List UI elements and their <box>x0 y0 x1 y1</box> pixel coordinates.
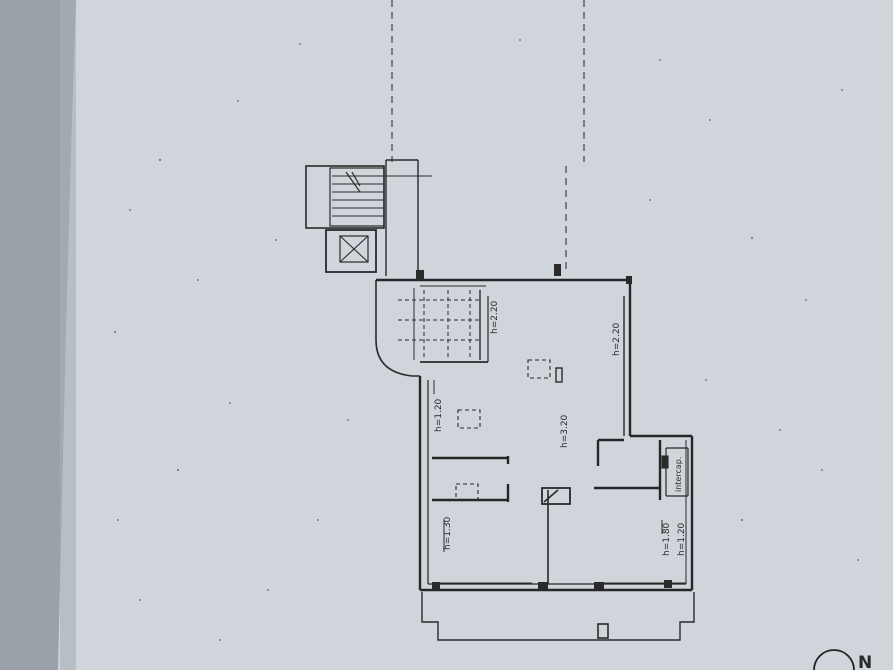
height-label-right-room-a: h=1.80 <box>662 522 672 556</box>
height-label-right-room-b: h=1.20 <box>677 522 687 556</box>
structural-columns <box>416 264 672 590</box>
north-marker-label: N <box>858 653 872 670</box>
dimension-marks <box>433 380 663 552</box>
height-label-left-room: h=1.20 <box>434 398 444 432</box>
height-label-top-left-room: h=2.20 <box>490 300 500 334</box>
dashed-neighbor-outline <box>391 0 585 272</box>
height-label-top-right-wall: h=2.20 <box>612 322 622 356</box>
height-label-center: h=3.20 <box>560 414 570 448</box>
cavity-label: intercap. <box>674 457 683 492</box>
curved-landing <box>375 280 420 377</box>
height-label-bottom-left-room: h=1.30 <box>443 516 453 550</box>
fixture-marks <box>455 359 669 505</box>
scan-speckles <box>113 39 859 641</box>
elevator-shaft <box>325 229 377 273</box>
paper-sheet <box>58 0 893 670</box>
paper-shadow-edge <box>60 0 76 670</box>
balcony <box>421 592 695 641</box>
corridor-walls <box>384 159 432 276</box>
window-bands <box>420 285 687 584</box>
exterior-walls <box>376 278 694 592</box>
north-arrow: N <box>813 649 872 670</box>
loft-bay <box>398 288 489 363</box>
staircase-block <box>305 165 385 229</box>
